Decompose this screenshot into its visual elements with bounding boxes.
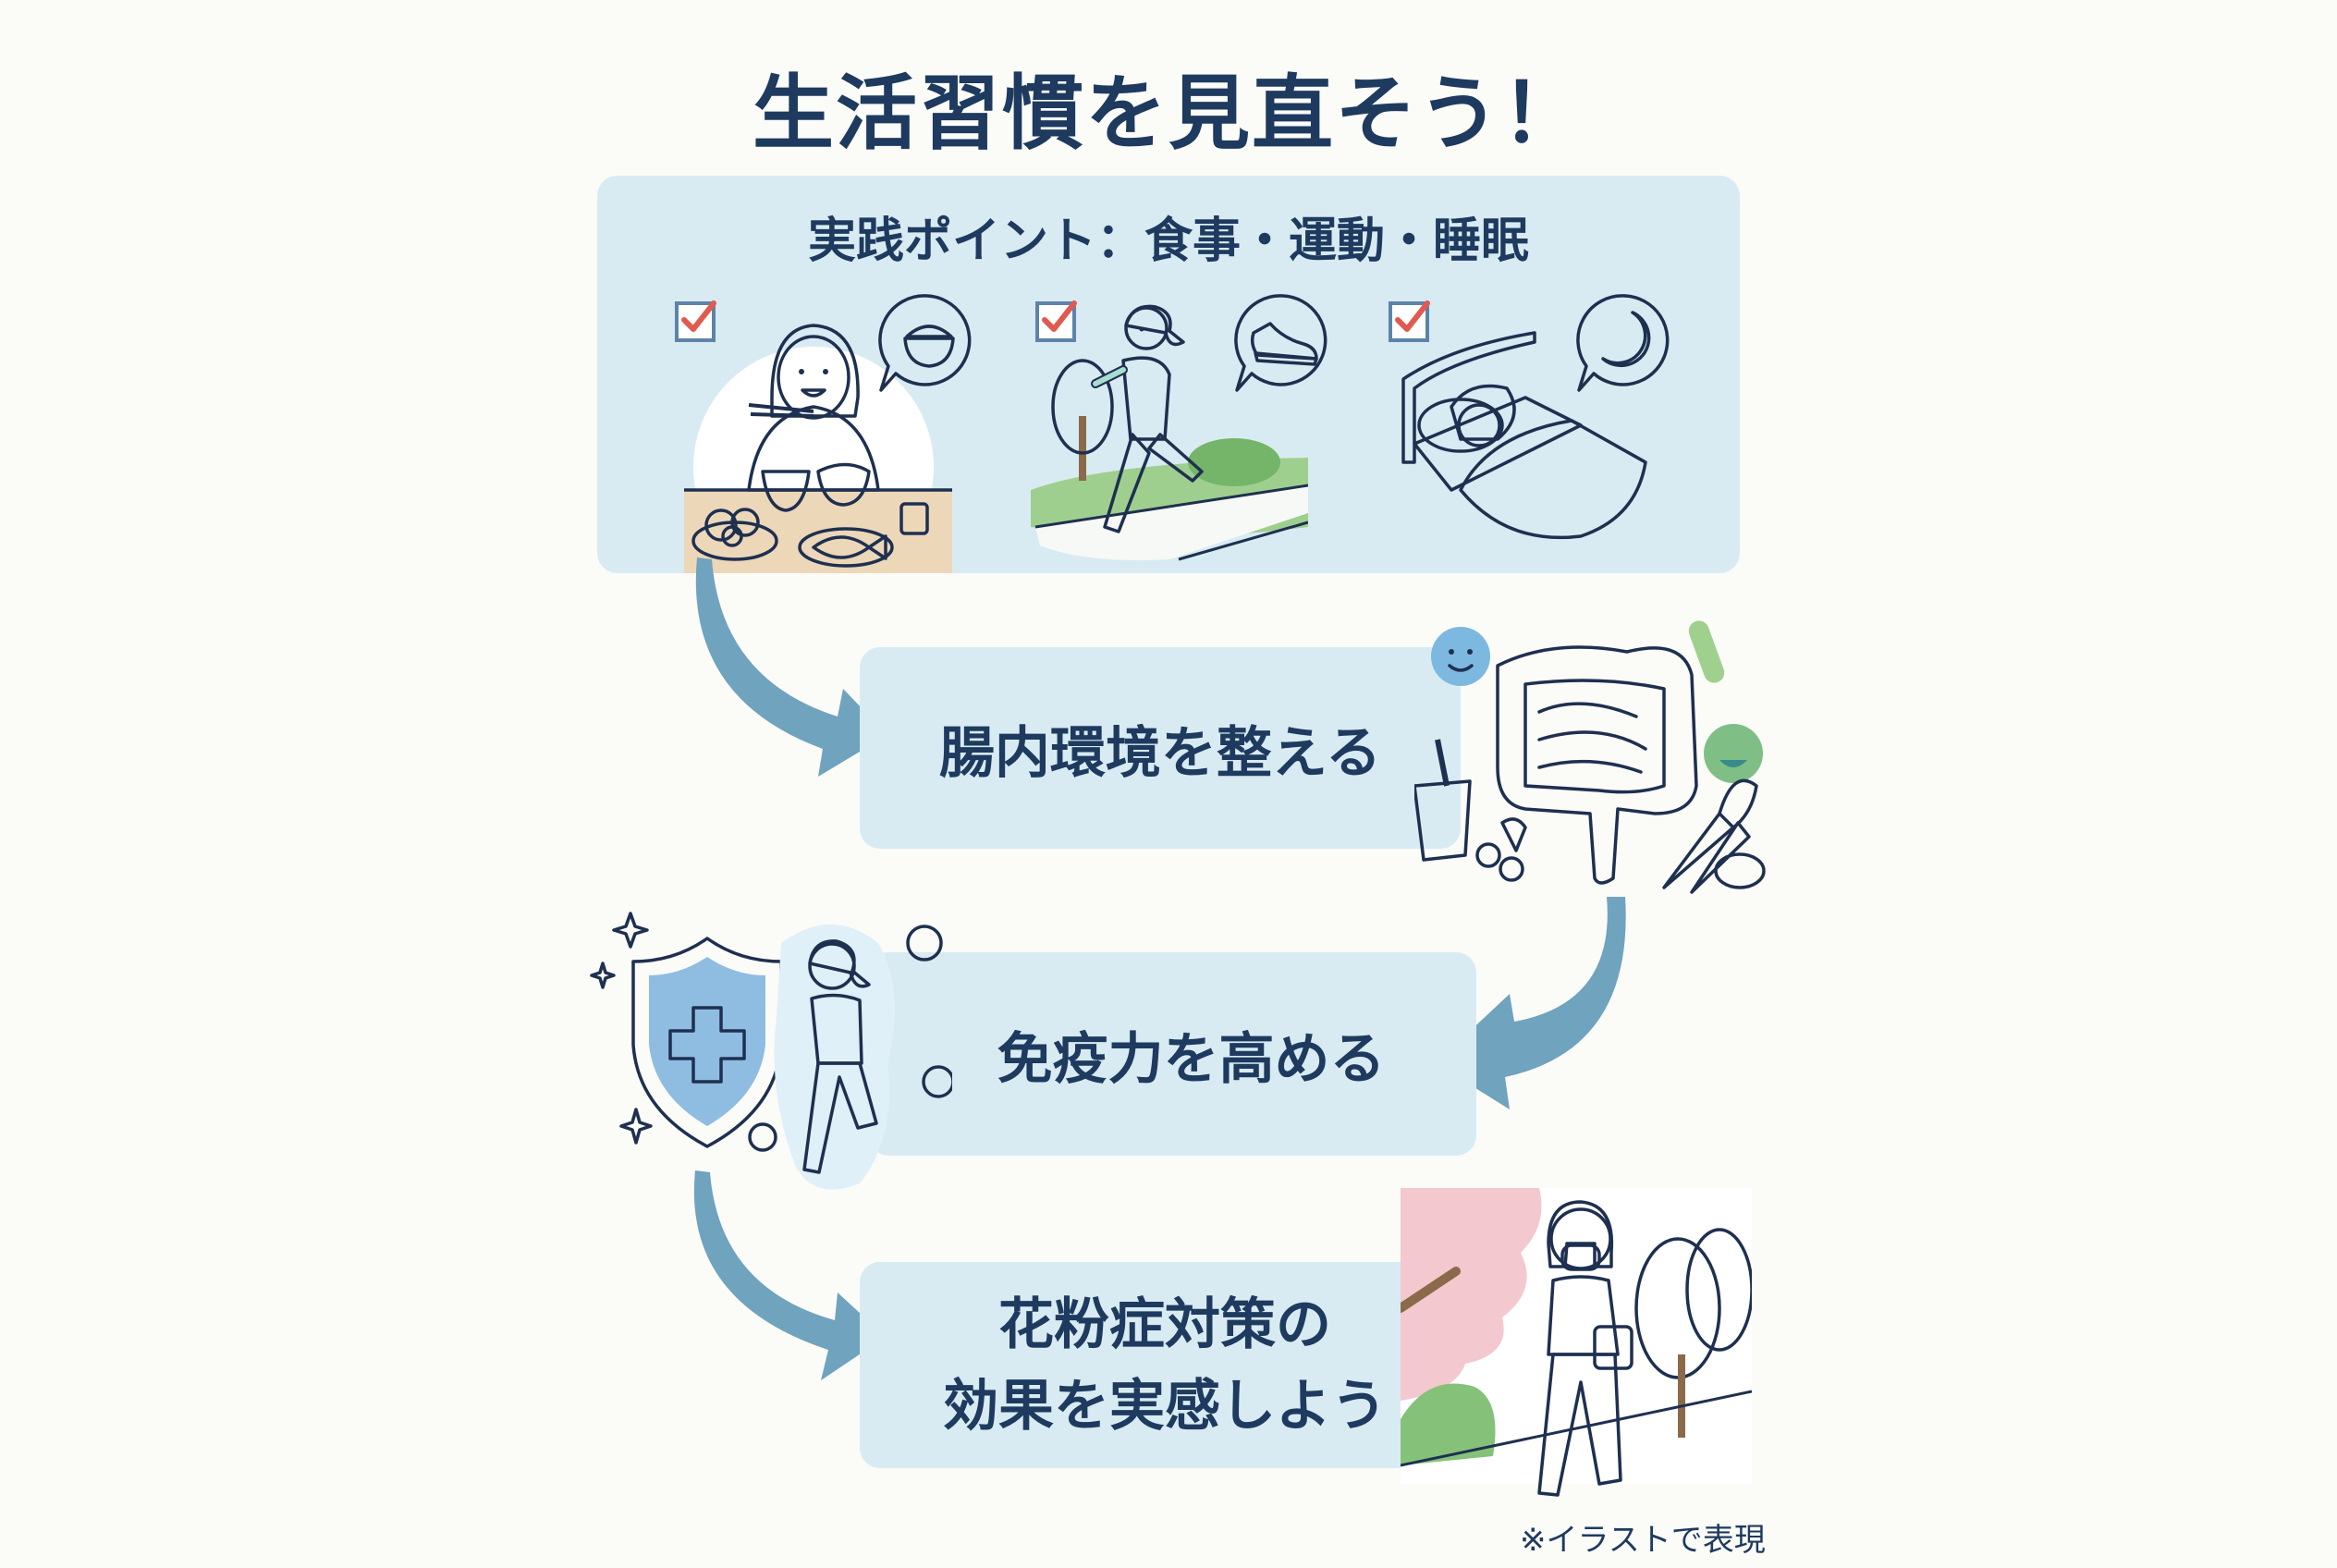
step-immunity: 免疫力を高める bbox=[869, 952, 1476, 1156]
step-hay-fever-line-1: 花粉症対策の bbox=[998, 1292, 1331, 1357]
flow-arrow-2-icon bbox=[1431, 892, 1644, 1114]
exercise-checkbox-icon bbox=[1034, 294, 1085, 346]
sneaker-bubble-icon bbox=[1230, 288, 1340, 399]
flow-arrow-3-icon bbox=[682, 1163, 895, 1413]
page-title: 生活習慣を見直そう！ bbox=[752, 66, 1585, 161]
step-hay-fever-line-2: 効果を実感しよう bbox=[943, 1373, 1387, 1439]
moon-bubble-icon bbox=[1572, 288, 1682, 399]
woman-jogging-illustration bbox=[1031, 296, 1308, 564]
gut-flora-illustration bbox=[1414, 601, 1766, 897]
step-immunity-label: 免疫力を高める bbox=[997, 1026, 1386, 1092]
footnote: ※イラストで表現 bbox=[1520, 1522, 1766, 1559]
woman-sleeping-illustration bbox=[1396, 324, 1673, 545]
meal-checkbox-icon bbox=[673, 294, 725, 346]
step-hay-fever-effect: 花粉症対策の 効果を実感しよう bbox=[860, 1262, 1470, 1468]
flow-arrow-1-icon bbox=[684, 550, 897, 809]
rice-bowl-bubble-icon bbox=[874, 288, 985, 399]
step-gut-environment: 腸内環境を整える bbox=[860, 647, 1461, 849]
shield-runner-illustration bbox=[582, 906, 952, 1202]
masked-woman-walking-illustration bbox=[1401, 1188, 1752, 1512]
practice-points-heading: 実践ポイント：食事・運動・睡眠 bbox=[807, 214, 1529, 269]
sleep-checkbox-icon bbox=[1387, 294, 1438, 346]
step-gut-environment-label: 腸内環境を整える bbox=[938, 720, 1382, 786]
woman-eating-illustration bbox=[684, 305, 961, 573]
